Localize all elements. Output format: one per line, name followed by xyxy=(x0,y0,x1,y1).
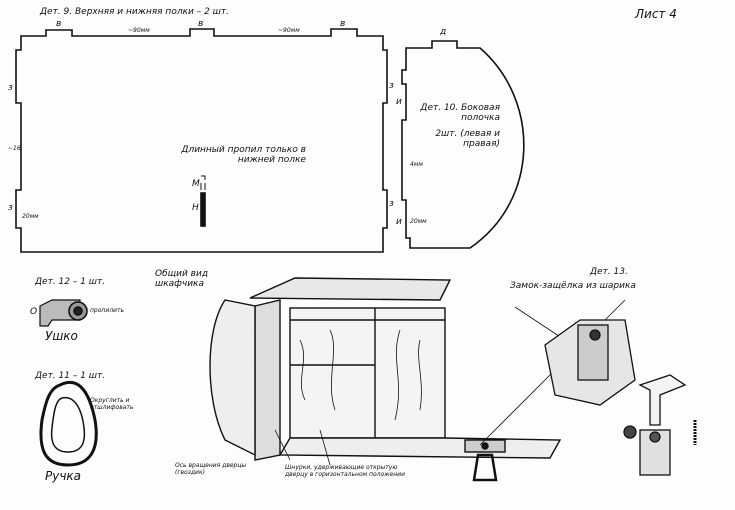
cabinet-overview xyxy=(209,277,562,482)
det9-outline xyxy=(15,28,388,253)
det11-name: Ручка xyxy=(45,469,82,483)
slot-label-n: Н xyxy=(192,203,199,213)
overview-axis-note: Ось вращения дверцы (гвоздик) xyxy=(175,462,247,476)
det12-name: Ушко xyxy=(45,329,78,343)
det12-label-o: О xyxy=(30,307,38,317)
det9-side-label: з xyxy=(389,81,394,91)
slot-m xyxy=(200,175,206,190)
det9-tab-label: в xyxy=(198,19,204,29)
det9-title: Дет. 9. Верхняя и нижняя полки – 2 шт. xyxy=(40,7,230,17)
det9-tab-label: в xyxy=(56,19,62,29)
det11-note: Округлить и отшлифовать xyxy=(90,397,134,411)
det12-note: пропилить xyxy=(90,307,124,314)
det11-title: Дет. 11 – 1 шт. xyxy=(35,371,106,381)
det10-tab-label: д xyxy=(440,27,447,37)
det9-note: Длинный пропил только в нижней полке xyxy=(181,145,306,165)
det10-qty: 2шт. (левая и правая) xyxy=(435,129,500,149)
det13-title: Дет. 13. xyxy=(590,267,628,277)
det10-dim-mid: 4мм xyxy=(410,161,423,168)
det9-dim-left: ~16 xyxy=(8,145,21,152)
slot-mark xyxy=(200,192,206,227)
slot-label-m: М xyxy=(192,179,200,189)
det12-ear xyxy=(39,299,88,327)
det10-dim-low: 20мм xyxy=(410,218,427,225)
det9-side-label: з xyxy=(8,83,13,93)
det13-latch xyxy=(544,319,697,476)
overview-cord-note: Шнурки, удерживающие открытую дверцу в г… xyxy=(285,464,405,478)
det10-title: Дет. 10. Боковая полочка xyxy=(420,103,500,123)
det13-subtitle: Замок-защёлка из шарика xyxy=(510,281,636,291)
det9-dim-side: 20мм xyxy=(22,213,39,220)
overview-title: Общий вид шкафчика xyxy=(155,269,209,289)
det9-side-label: з xyxy=(8,203,13,213)
det11-handle xyxy=(39,381,98,467)
det9-dim-top-2: ~90мм xyxy=(278,27,300,34)
det10-outline xyxy=(401,40,525,249)
det9-dim-top-1: ~90мм xyxy=(128,27,150,34)
det9-tab-label: в xyxy=(340,19,346,29)
det10-side-label: и xyxy=(396,97,402,107)
sheet-number: Лист 4 xyxy=(635,7,677,21)
det12-title: Дет. 12 – 1 шт. xyxy=(35,277,106,287)
det10-side-label: и xyxy=(396,217,402,227)
det9-side-label: з xyxy=(389,199,394,209)
